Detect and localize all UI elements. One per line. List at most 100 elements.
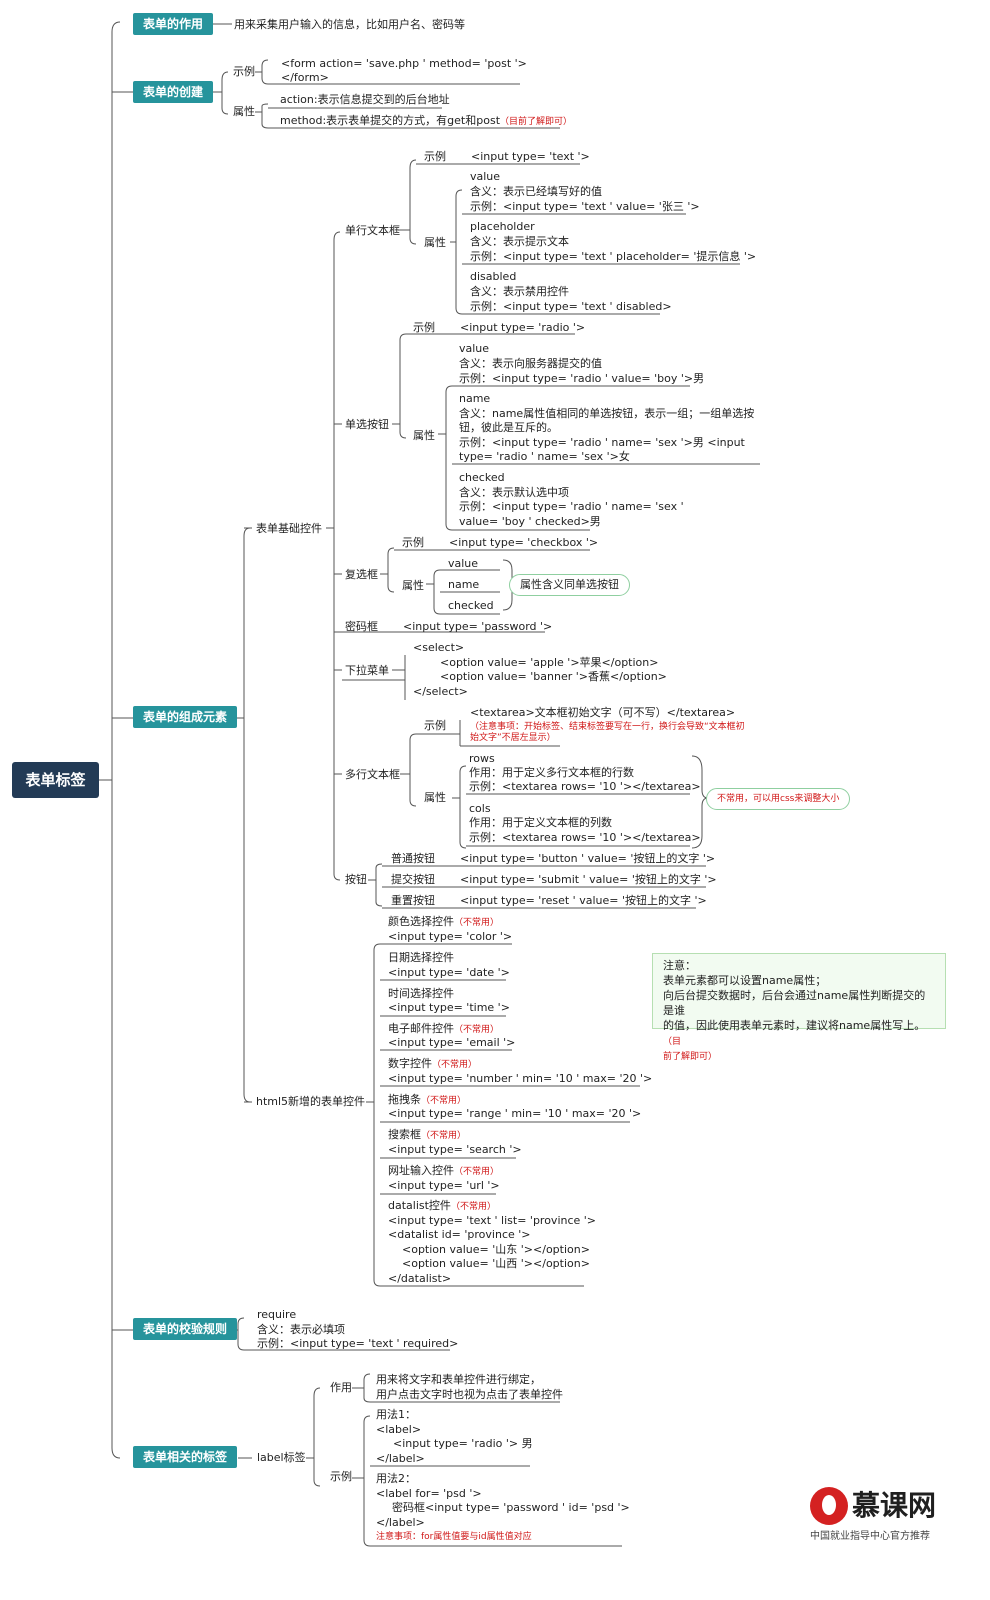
textarea-example: <textarea>文本框初始文字（可不写）</textarea> xyxy=(470,706,736,719)
button-submit-name: 提交按钮 xyxy=(391,873,435,886)
note-line-2: 向后台提交数据时，后台会通过name属性判断提交的是谁 xyxy=(663,989,926,1017)
textarea-attr-label: 属性 xyxy=(424,791,446,804)
textarea-cols-0: cols xyxy=(469,802,491,815)
text-label: 单行文本框 xyxy=(345,224,400,237)
html5-range-name: 拖拽条（不常用） xyxy=(388,1093,467,1106)
select-line-1: <option value= 'apple '>苹果</option> xyxy=(440,656,659,669)
html5-datalist-code-3: <option value= '山西 '></option> xyxy=(402,1257,590,1270)
html5-search-code: <input type= 'search '> xyxy=(388,1143,522,1156)
creation-example-line1: <form action= 'save.php ' method= 'post … xyxy=(281,57,527,70)
html5-date-code: <input type= 'date '> xyxy=(388,966,510,979)
html5-datalist-code-1: <datalist id= 'province '> xyxy=(388,1228,531,1241)
node-validation: 表单的校验规则 xyxy=(133,1318,238,1340)
root-node: 表单标签 xyxy=(12,762,99,798)
text-disabled-2: 示例：<input type= 'text ' disabled> xyxy=(470,300,672,313)
checkbox-attr-name: name xyxy=(448,578,480,591)
button-reset-name: 重置按钮 xyxy=(391,894,435,907)
text-placeholder-1: 含义：表示提示文本 xyxy=(470,235,569,248)
text-value-0: value xyxy=(470,170,501,183)
text-disabled-0: disabled xyxy=(470,270,517,283)
validation-line-1: 含义：表示必填项 xyxy=(257,1323,345,1336)
note-title: 注意： xyxy=(663,959,696,972)
brand-slogan: 中国就业指导中心官方推荐 xyxy=(810,1531,930,1542)
html5-url-code: <input type= 'url '> xyxy=(388,1179,500,1192)
html5-range-code: <input type= 'range ' min= '10 ' max= '2… xyxy=(388,1107,642,1120)
radio-checked-2: 示例：<input type= 'radio ' name= 'sex ' xyxy=(459,500,684,513)
textarea-rows-2: 示例：<textarea rows= '10 '></textarea> xyxy=(469,780,701,793)
html5-url-name: 网址输入控件（不常用） xyxy=(388,1164,500,1177)
html5-number-code: <input type= 'number ' min= '10 ' max= '… xyxy=(388,1072,653,1085)
html5-datalist-code-2: <option value= '山东 '></option> xyxy=(402,1243,590,1256)
radio-name-3: 示例：<input type= 'radio ' name= 'sex '>男 … xyxy=(459,436,745,449)
select-label: 下拉菜单 xyxy=(345,664,389,677)
basic-controls: 表单基础控件 xyxy=(256,522,322,535)
html5-time-name: 时间选择控件 xyxy=(388,987,454,1000)
purpose-desc: 用来采集用户输入的信息，比如用户名、密码等 xyxy=(234,18,465,31)
checkbox-attr-value: value xyxy=(448,557,479,570)
button-normal-name: 普通按钮 xyxy=(391,852,435,865)
checkbox-attr-checked: checked xyxy=(448,599,494,612)
textarea-rows-1: 作用：用于定义多行文本框的行数 xyxy=(469,766,634,779)
button-label: 按钮 xyxy=(345,873,367,886)
html5-date-name: 日期选择控件 xyxy=(388,951,454,964)
name-attr-note: 注意： 表单元素都可以设置name属性； 向后台提交数据时，后台会通过name属… xyxy=(652,953,946,1062)
checkbox-example-label: 示例 xyxy=(402,536,424,549)
textarea-example-label: 示例 xyxy=(424,719,446,732)
creation-action: action:表示信息提交到的后台地址 xyxy=(280,93,450,106)
creation-example-line2: </form> xyxy=(281,71,329,84)
checkbox-bubble: 属性含义同单选按钮 xyxy=(509,574,630,596)
password-label: 密码框 xyxy=(345,620,378,633)
usage2-0: 用法2： xyxy=(376,1472,416,1485)
html5-number-name: 数字控件（不常用） xyxy=(388,1057,478,1070)
button-reset-code: <input type= 'reset ' value= '按钮上的文字 '> xyxy=(460,894,707,907)
related-purpose-1: 用户点击文字时也视为点击了表单控件 xyxy=(376,1388,563,1401)
text-placeholder-2: 示例：<input type= 'text ' placeholder= '提示… xyxy=(470,250,757,263)
text-example: <input type= 'text '> xyxy=(471,150,590,163)
flame-icon xyxy=(810,1487,848,1525)
node-related: 表单相关的标签 xyxy=(133,1446,238,1468)
html5-time-code: <input type= 'time '> xyxy=(388,1001,510,1014)
node-creation: 表单的创建 xyxy=(133,81,214,103)
checkbox-attr-label: 属性 xyxy=(402,579,424,592)
usage2-2: 密码框<input type= 'password ' id= 'psd '> xyxy=(392,1501,630,1514)
checkbox-example: <input type= 'checkbox '> xyxy=(449,536,599,549)
html5-search-name: 搜索框（不常用） xyxy=(388,1128,467,1141)
usage1-1: <label> xyxy=(376,1423,422,1436)
html5-datalist-code-0: <input type= 'text ' list= 'province '> xyxy=(388,1214,597,1227)
html5-datalist-name: datalist控件（不常用） xyxy=(388,1199,496,1212)
text-example-label: 示例 xyxy=(424,150,446,163)
creation-method: method:表示表单提交的方式，有get和post（目前了解即可） xyxy=(280,114,573,127)
radio-value-2: 示例：<input type= 'radio ' value= 'boy '>男 xyxy=(459,372,705,385)
creation-attr-label: 属性 xyxy=(233,105,255,118)
html5-color-name: 颜色选择控件（不常用） xyxy=(388,915,500,928)
related-purpose-0: 用来将文字和表单控件进行绑定， xyxy=(376,1373,541,1386)
radio-example: <input type= 'radio '> xyxy=(460,321,586,334)
radio-checked-3: value= 'boy ' checked>男 xyxy=(459,515,601,528)
related-example-label: 示例 xyxy=(330,1470,352,1483)
usage1-0: 用法1： xyxy=(376,1408,416,1421)
select-line-2: <option value= 'banner '>香蕉</option> xyxy=(440,670,667,683)
radio-name-1: 含义：name属性值相同的单选按钮，表示一组；一组单选按 xyxy=(459,407,755,420)
validation-line-2: 示例：<input type= 'text ' required> xyxy=(257,1337,459,1350)
usage1-3: </label> xyxy=(376,1452,425,1465)
label-tag: label标签 xyxy=(257,1451,306,1464)
usage2-3: </label> xyxy=(376,1516,425,1529)
select-line-0: <select> xyxy=(413,641,465,654)
radio-value-0: value xyxy=(459,342,490,355)
radio-checked-0: checked xyxy=(459,471,505,484)
textarea-rows-0: rows xyxy=(469,752,495,765)
textarea-label: 多行文本框 xyxy=(345,768,400,781)
related-note: 注意事项：for属性值要与id属性值对应 xyxy=(376,1532,532,1542)
usage1-2: <input type= 'radio '> 男 xyxy=(393,1437,533,1450)
textarea-note-2: 始文字”不居左显示） xyxy=(470,733,556,743)
radio-name-4: type= 'radio ' name= 'sex '>女 xyxy=(459,450,630,463)
validation-line-0: require xyxy=(257,1308,297,1321)
text-value-2: 示例：<input type= 'text ' value= '张三 '> xyxy=(470,200,700,213)
text-value-1: 含义：表示已经填写好的值 xyxy=(470,185,602,198)
note-line-3: 的值，因此使用表单元素时，建议将name属性写上。（目 xyxy=(663,1019,926,1047)
node-purpose: 表单的作用 xyxy=(133,13,214,35)
textarea-note-1: （注意事项：开始标签、结束标签要写在一行，换行会导致“文本框初 xyxy=(470,722,745,732)
textarea-bubble: 不常用，可以用css来调整大小 xyxy=(706,788,851,810)
button-submit-code: <input type= 'submit ' value= '按钮上的文字 '> xyxy=(460,873,717,886)
